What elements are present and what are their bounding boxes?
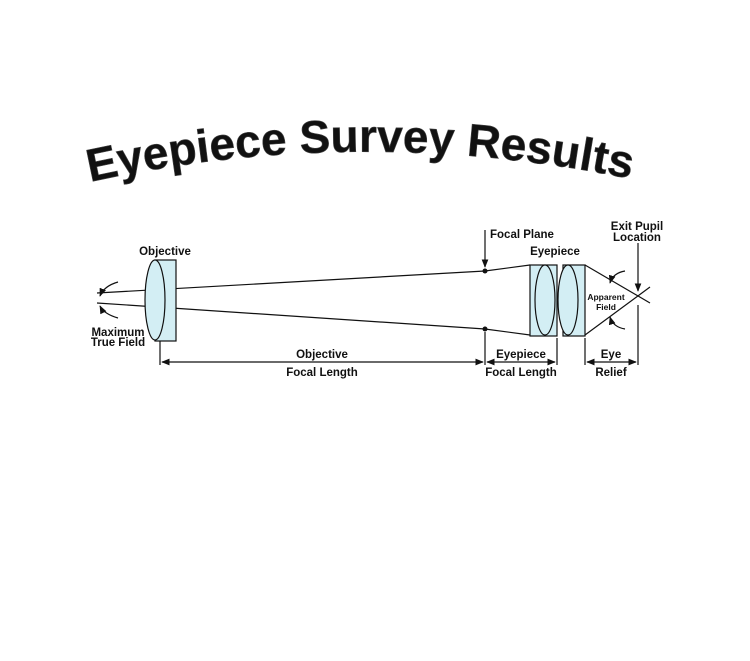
- eye-relief-label: Eye: [601, 349, 621, 361]
- focal-plane-label: Focal Plane: [490, 229, 554, 241]
- eye-relief-label-2: Relief: [595, 367, 626, 379]
- exit-pupil-label: Exit Pupil: [611, 221, 663, 233]
- exit-pupil-label-2: Location: [613, 232, 661, 244]
- max-true-field-label: Maximum: [91, 327, 144, 339]
- true-field-arrow-top: [99, 281, 119, 297]
- eyepiece-focal-length-label-2: Focal Length: [485, 367, 557, 379]
- focal-point-top: [482, 268, 488, 274]
- apparent-field-label-2: Field: [596, 302, 616, 312]
- focal-point-bottom: [482, 326, 488, 332]
- objective-lens: [144, 259, 177, 342]
- objective-label: Objective: [139, 246, 191, 258]
- apparent-field-arrow-top: [608, 270, 626, 284]
- dimension-lines: [159, 305, 639, 366]
- max-true-field-label-2: True Field: [91, 337, 145, 349]
- eyepiece-focal-length-label: Eyepiece: [496, 349, 546, 361]
- page-title: Eyepiece Survey Results: [81, 110, 638, 192]
- eyepiece-label: Eyepiece: [530, 246, 580, 258]
- apparent-field-label: Apparent: [587, 292, 624, 302]
- objective-focal-length-label-2: Focal Length: [286, 367, 358, 379]
- true-field-arrow-bottom: [99, 305, 119, 319]
- eyepiece-lens: [529, 264, 586, 337]
- apparent-field-arrow-bottom: [608, 316, 626, 330]
- objective-focal-length-label: Objective: [296, 349, 348, 361]
